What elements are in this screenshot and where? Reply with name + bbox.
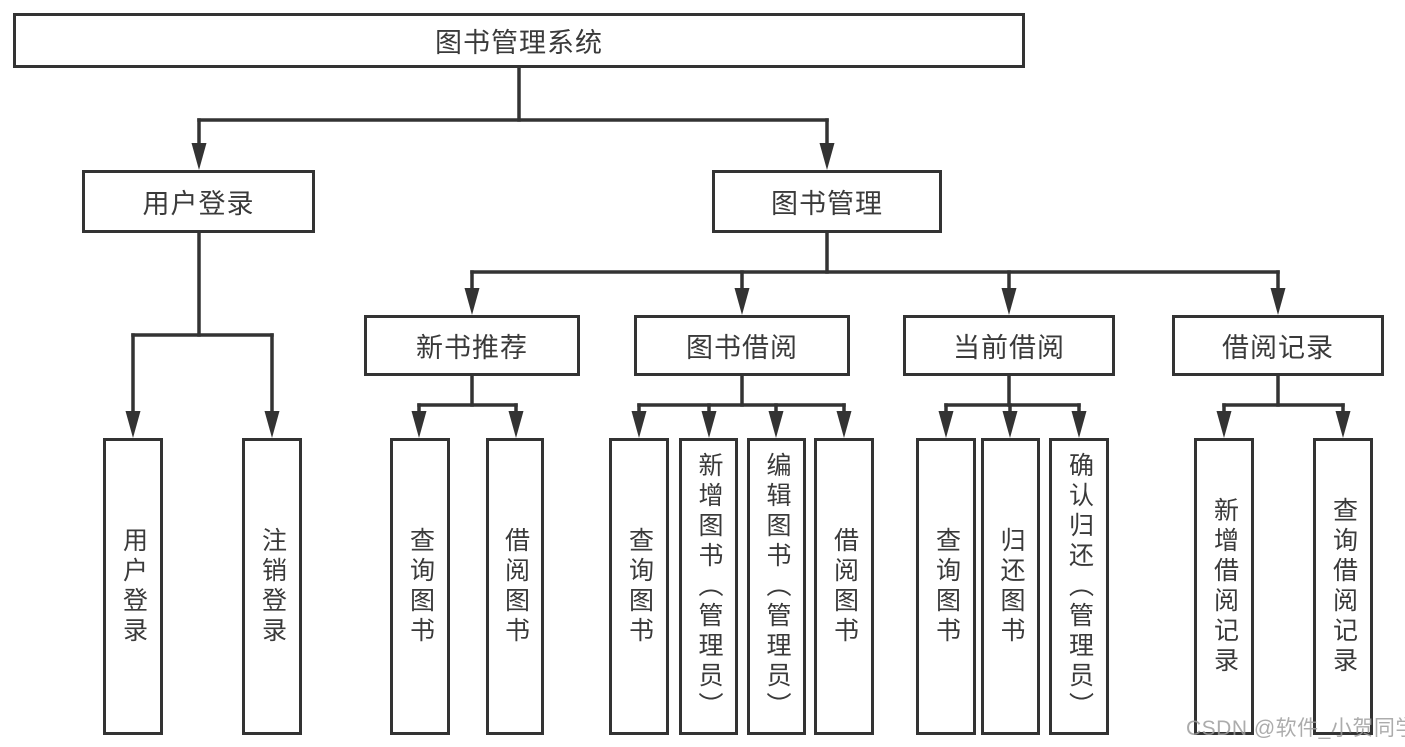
- leaf-bb-add-books-admin: 新增图书（管理员）: [679, 438, 738, 735]
- arrowhead-down-icon: [508, 411, 524, 438]
- leaf-label: 新增图书（管理员）: [695, 451, 723, 722]
- leaf-br-add-record: 新增借阅记录: [1194, 438, 1254, 735]
- node-label: 图书管理: [771, 189, 883, 219]
- leaf-label: 借阅图书: [501, 526, 530, 647]
- leaf-cb-query-books: 查询图书: [916, 438, 976, 735]
- arrowhead-down-icon: [1002, 411, 1018, 438]
- leaf-br-query-record: 查询借阅记录: [1313, 438, 1373, 735]
- node-borrowing-records: 借阅记录: [1172, 315, 1384, 376]
- leaf-bb-edit-books-admin: 编辑图书（管理员）: [747, 438, 806, 735]
- arrowhead-down-icon: [191, 143, 207, 170]
- arrowhead-down-icon: [1001, 288, 1017, 315]
- node-library-management-system: 图书管理系统: [13, 13, 1025, 68]
- leaf-cb-return-books: 归还图书: [981, 438, 1040, 735]
- arrowhead-down-icon: [464, 288, 480, 315]
- leaf-label: 查询借阅记录: [1329, 496, 1358, 677]
- leaf-logout: 注销登录: [242, 438, 302, 735]
- node-label: 借阅记录: [1222, 333, 1334, 363]
- node-label: 图书借阅: [686, 333, 798, 363]
- arrowhead-down-icon: [411, 411, 427, 438]
- arrowhead-down-icon: [1071, 411, 1087, 438]
- leaf-bb-query-books: 查询图书: [609, 438, 669, 735]
- csdn-watermark: CSDN @软件_小贺同学: [1186, 717, 1405, 740]
- leaf-bb-borrow-books: 借阅图书: [814, 438, 874, 735]
- leaf-nbr-query-books: 查询图书: [390, 438, 450, 735]
- leaf-label: 注销登录: [258, 526, 287, 647]
- arrowhead-down-icon: [836, 411, 852, 438]
- arrowhead-down-icon: [1216, 411, 1232, 438]
- leaf-cb-confirm-return-admin: 确认归还（管理员）: [1049, 438, 1109, 735]
- node-book-borrowing: 图书借阅: [634, 315, 850, 376]
- leaf-label: 确认归还（管理员）: [1065, 451, 1094, 722]
- arrowhead-down-icon: [631, 411, 647, 438]
- arrowhead-down-icon: [1335, 411, 1351, 438]
- node-new-book-recommend: 新书推荐: [364, 315, 580, 376]
- leaf-label: 借阅图书: [830, 526, 859, 647]
- node-book-management: 图书管理: [712, 170, 942, 233]
- leaf-label: 查询图书: [932, 526, 961, 647]
- arrowhead-down-icon: [264, 411, 280, 438]
- node-label: 当前借阅: [953, 333, 1065, 363]
- node-label: 新书推荐: [416, 333, 528, 363]
- leaf-label: 用户登录: [119, 526, 148, 647]
- node-user-login: 用户登录: [82, 170, 315, 233]
- leaf-label: 查询图书: [406, 526, 435, 647]
- arrowhead-down-icon: [125, 411, 141, 438]
- node-label: 用户登录: [142, 189, 255, 219]
- leaf-user-login: 用户登录: [103, 438, 163, 735]
- arrowhead-down-icon: [734, 288, 750, 315]
- arrowhead-down-icon: [1270, 288, 1286, 315]
- leaf-nbr-borrow-books: 借阅图书: [486, 438, 544, 735]
- arrowhead-down-icon: [819, 143, 835, 170]
- leaf-label: 编辑图书（管理员）: [763, 451, 791, 722]
- leaf-label: 归还图书: [997, 526, 1025, 647]
- arrowhead-down-icon: [938, 411, 954, 438]
- node-current-borrowing: 当前借阅: [903, 315, 1115, 376]
- node-label: 图书管理系统: [435, 28, 603, 58]
- leaf-label: 新增借阅记录: [1210, 496, 1239, 677]
- arrowhead-down-icon: [701, 411, 717, 438]
- leaf-label: 查询图书: [625, 526, 654, 647]
- arrowhead-down-icon: [768, 411, 784, 438]
